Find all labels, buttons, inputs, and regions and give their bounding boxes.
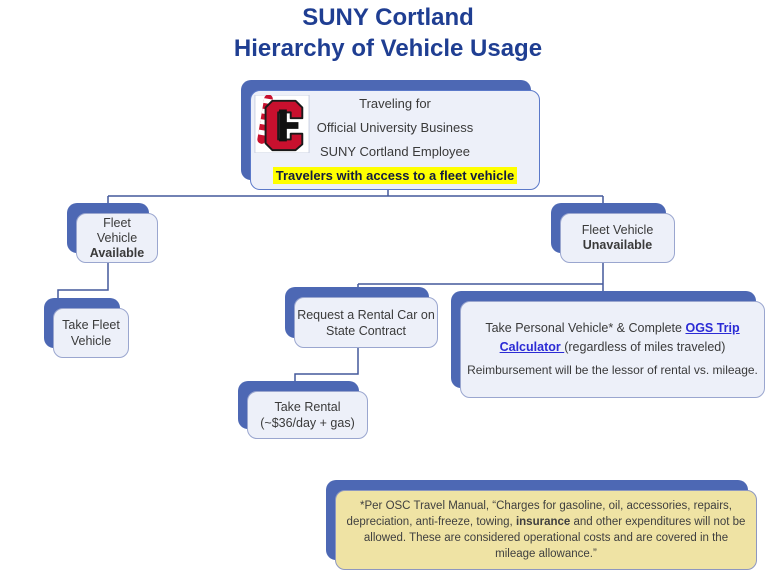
fleet-unavailable-line-1: Fleet Vehicle <box>581 223 654 237</box>
take-fleet-line-2: Vehicle <box>70 334 112 348</box>
fleet-vehicle-available-node: Fleet Vehicle Available <box>76 213 158 263</box>
note-text-after-bold: and other expenditures will not be allow… <box>363 516 746 560</box>
note-text-bold: insurance <box>515 516 571 528</box>
take-rental-line-2: (~$36/day + gas) <box>260 416 355 430</box>
fleet-available-line-1: Fleet <box>103 215 131 230</box>
request-rental-line-1: Request a Rental Car on <box>297 307 435 322</box>
root-node-traveling: Traveling for Official University Busine… <box>250 90 540 190</box>
osc-travel-manual-note: *Per OSC Travel Manual, “Charges for gas… <box>335 490 757 570</box>
fleet-available-line-3: Available <box>89 245 145 260</box>
root-line-3: SUNY Cortland Employee <box>319 144 471 159</box>
take-rental-node: Take Rental (~$36/day + gas) <box>247 391 368 439</box>
take-fleet-line-1: Take Fleet <box>62 318 120 332</box>
cortland-c-logo <box>254 95 310 153</box>
root-line-1: Traveling for <box>359 96 431 111</box>
diagram-title-line1: SUNY Cortland <box>302 4 474 31</box>
personal-vehicle-text-before-link: Take Personal Vehicle* & Complete <box>485 321 686 335</box>
request-rental-car-node: Request a Rental Car on State Contract <box>294 297 438 348</box>
fleet-available-line-2: Vehicle <box>96 230 138 245</box>
note-paragraph: *Per OSC Travel Manual, “Charges for gas… <box>345 498 747 562</box>
take-rental-line-1: Take Rental <box>274 400 341 414</box>
request-rental-line-2: State Contract <box>326 323 406 338</box>
note-text-before-bold: *Per OSC Travel Manual, “Charges for gas… <box>346 500 732 528</box>
diagram-title: SUNY Cortland Hierarchy of Vehicle Usage <box>0 2 776 64</box>
fleet-vehicle-unavailable-node: Fleet Vehicle Unavailable <box>560 213 675 263</box>
personal-vehicle-node: Take Personal Vehicle* & Complete OGS Tr… <box>460 301 765 398</box>
diagram-title-line2: Hierarchy of Vehicle Usage <box>233 35 543 62</box>
fleet-unavailable-line-2: Unavailable <box>582 238 653 252</box>
ogs-trip-calculator-link[interactable]: OGS Trip Calculator <box>499 321 740 354</box>
root-line-2: Official University Business <box>316 120 474 135</box>
take-fleet-vehicle-node: Take Fleet Vehicle <box>53 308 129 358</box>
personal-vehicle-text-after-link: (regardless of miles traveled) <box>564 340 726 354</box>
reimbursement-text: Reimbursement will be the lessor of rent… <box>467 363 758 377</box>
personal-vehicle-paragraph: Take Personal Vehicle* & Complete OGS Tr… <box>467 319 758 357</box>
fleet-access-highlight: Travelers with access to a fleet vehicle <box>272 167 518 184</box>
